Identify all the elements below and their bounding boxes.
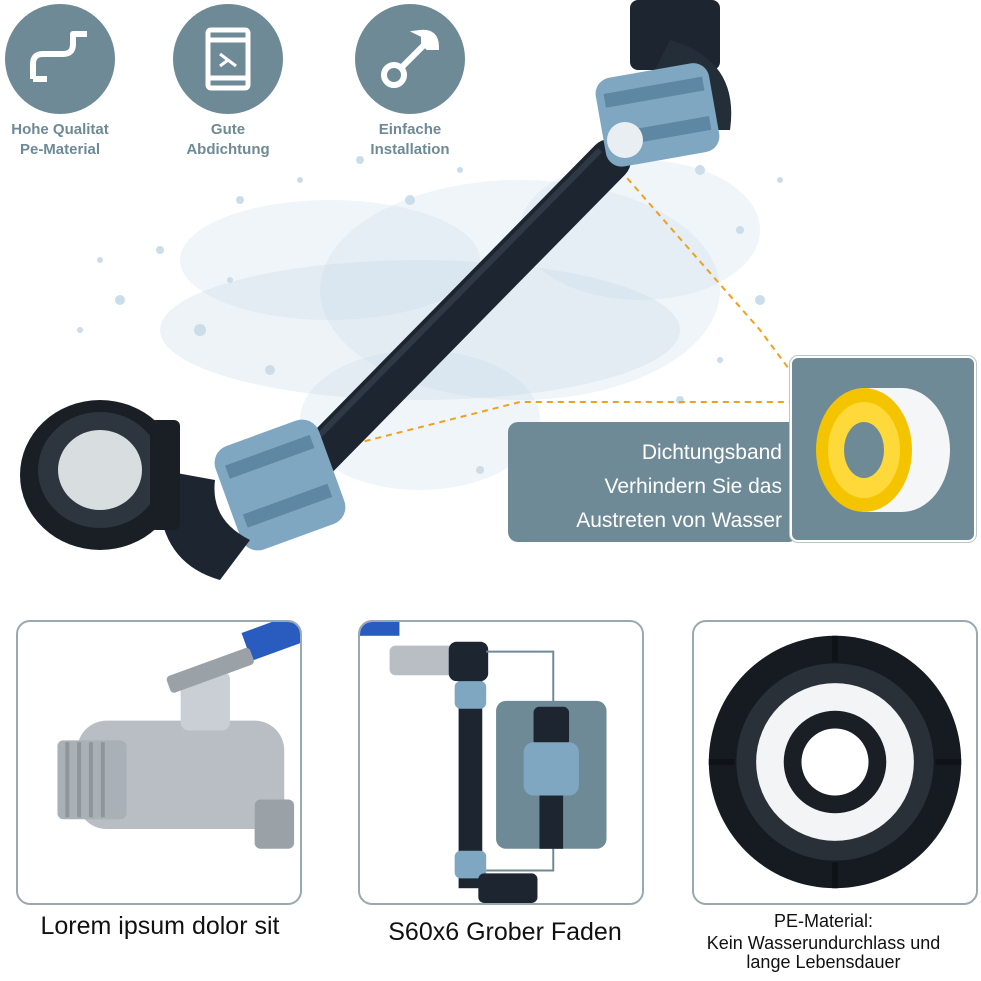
material-line1: PE-Material: xyxy=(773,911,874,931)
feature-line1: Hohe Qualitat xyxy=(11,121,109,138)
callout-line2: Verhindern Sie das xyxy=(604,475,782,498)
ball-valve-image xyxy=(57,622,300,849)
adapter-nut-image xyxy=(708,635,962,889)
callout-line3: Austreten von Wasser xyxy=(576,509,782,532)
sealing-tape-callout: Dichtungsband Verhindern Sie das Austret… xyxy=(508,422,798,542)
leader-lines xyxy=(321,169,813,453)
feature-sealing: Gute Abdichtung xyxy=(168,4,288,160)
feature-circle xyxy=(355,4,465,114)
feature-line2: Pe-Material xyxy=(19,141,101,158)
material-line2: Kein Wasserundurchlass und xyxy=(706,933,941,953)
feature-installation: Einfache Installation xyxy=(350,4,470,160)
ibc-adapter-nut xyxy=(20,400,180,550)
pipe-icon xyxy=(30,31,87,82)
panel-installation xyxy=(358,620,644,905)
feature-line1: Einfache xyxy=(378,121,442,138)
panel-adapter-nut xyxy=(692,620,978,905)
feature-circle xyxy=(5,4,115,114)
seal-icon xyxy=(205,27,251,91)
bottom-elbow-fitting xyxy=(158,419,346,580)
feature-circle xyxy=(173,4,283,114)
panel-label-valve: Lorem ipsum dolor sit xyxy=(40,912,280,940)
installation-image xyxy=(360,622,607,903)
product-illustration xyxy=(20,0,813,580)
feature-quality: Hohe Qualitat Pe-Material xyxy=(0,4,120,160)
material-line3: lange Lebensdauer xyxy=(746,952,901,972)
panel-label-thread: S60x6 Grober Faden xyxy=(388,918,622,946)
feature-line2: Installation xyxy=(370,141,450,158)
callout-line1: Dichtungsband xyxy=(641,441,782,464)
panel-label-material: PE-Material: Kein Wasserundurchlass und … xyxy=(666,910,981,972)
pe-pipe xyxy=(294,139,631,481)
top-elbow-fitting xyxy=(595,0,732,167)
panel-ball-valve xyxy=(16,620,302,905)
sealing-tape-image xyxy=(790,356,976,542)
feature-line1: Gute xyxy=(210,121,246,138)
ptfe-tape-icon xyxy=(816,388,950,512)
feature-line2: Abdichtung xyxy=(186,141,270,158)
wrench-icon xyxy=(381,29,440,88)
